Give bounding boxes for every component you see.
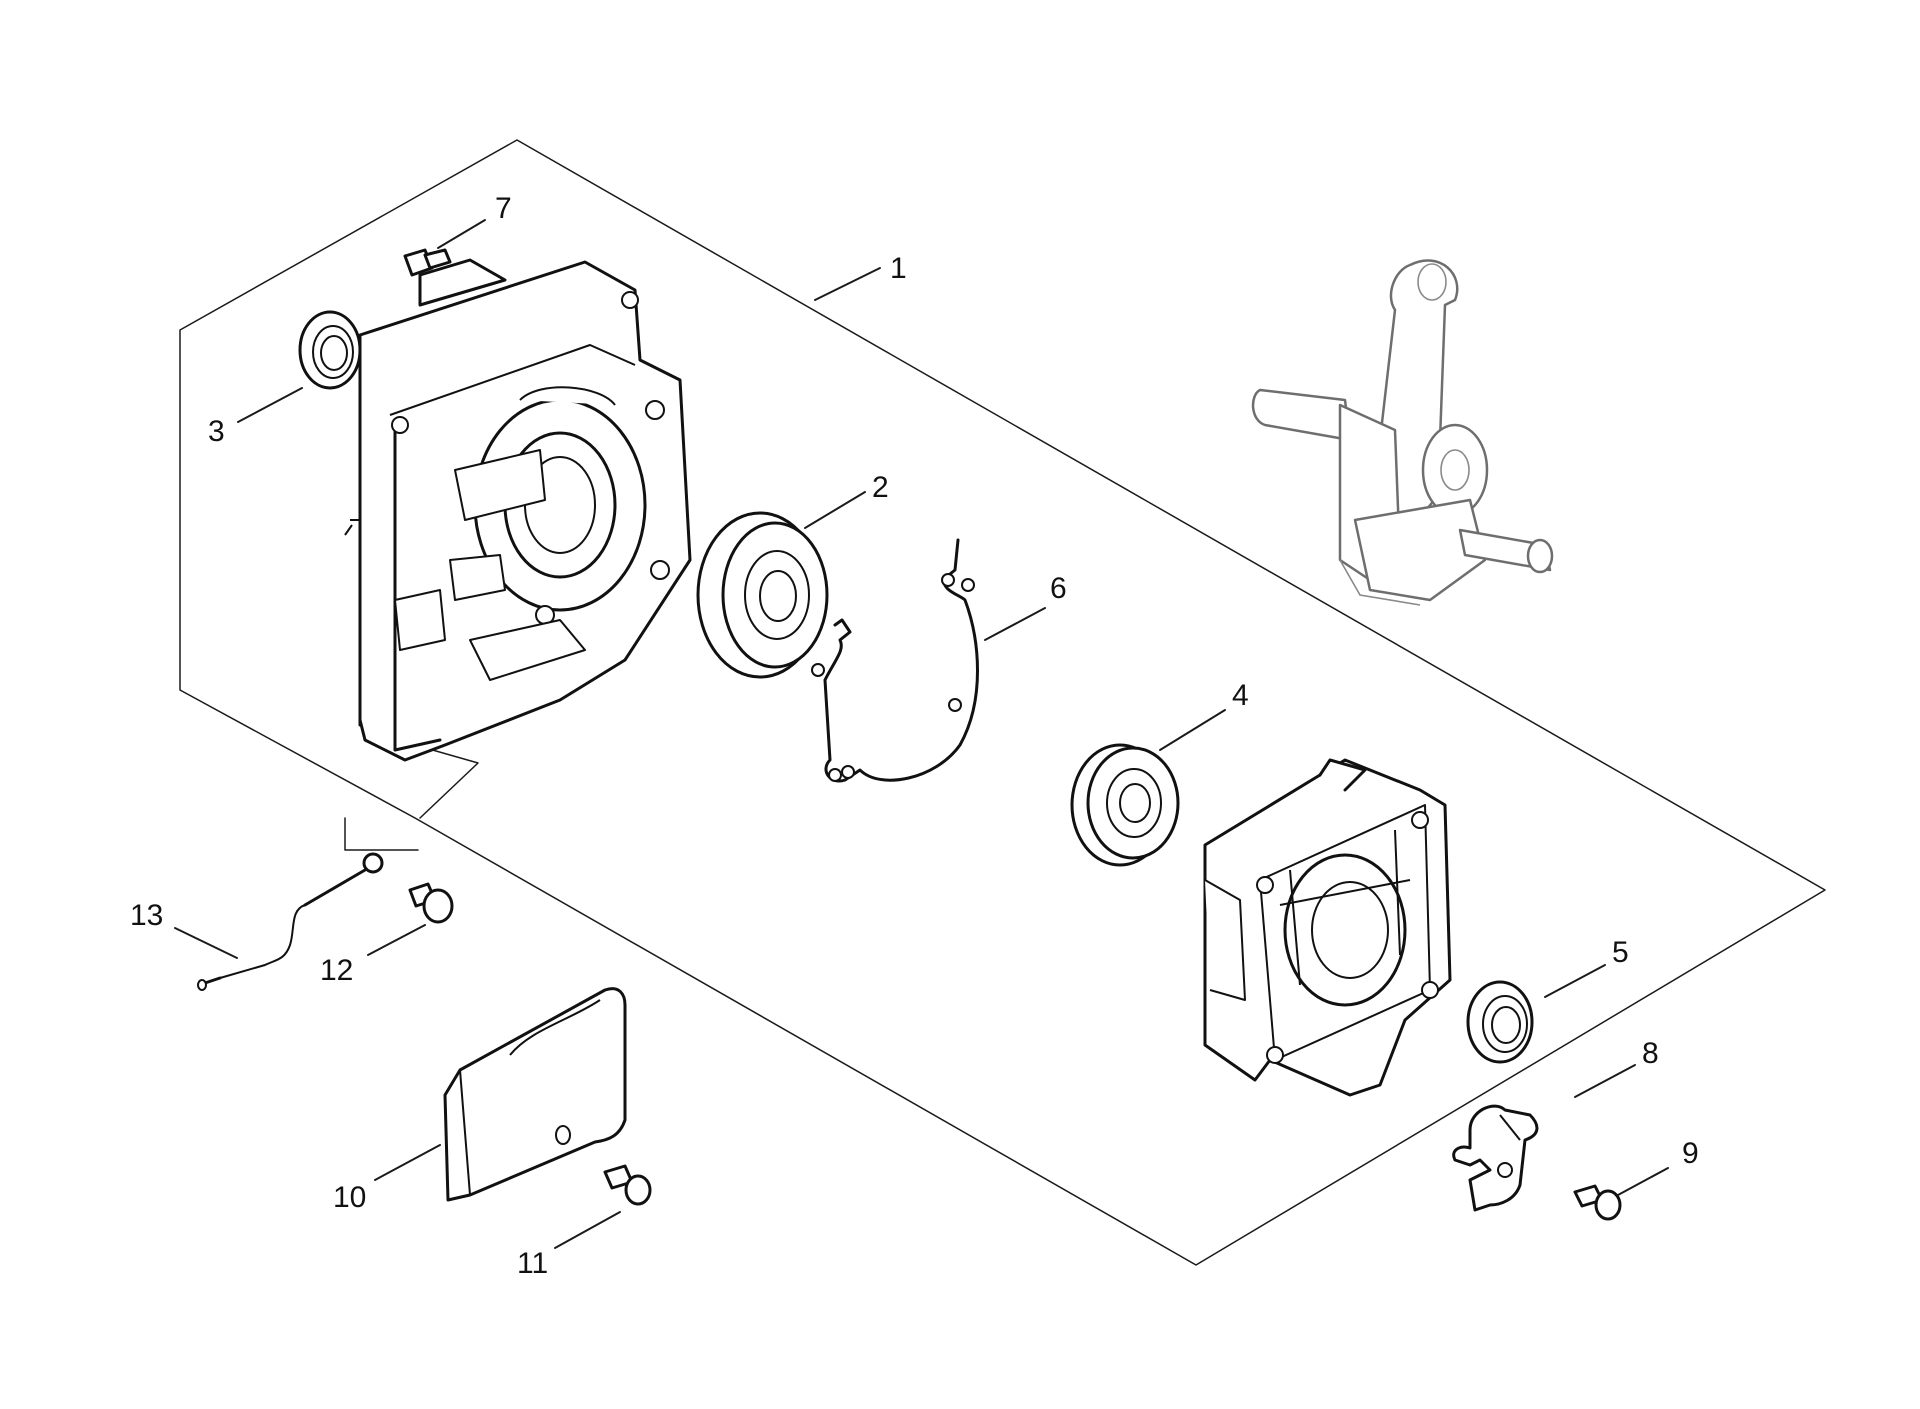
callout-6: 6 xyxy=(1050,572,1067,605)
screw-part-11[interactable] xyxy=(603,1164,652,1206)
callout-5: 5 xyxy=(1612,936,1629,969)
screw-part-7[interactable] xyxy=(403,248,452,277)
leader-6 xyxy=(984,607,1046,641)
leader-7 xyxy=(437,219,486,249)
callout-13: 13 xyxy=(130,899,163,932)
leader-10 xyxy=(374,1144,441,1181)
callout-1: 1 xyxy=(890,252,907,285)
callout-10: 10 xyxy=(333,1181,366,1214)
callout-12: 12 xyxy=(320,954,353,987)
wire-part-13[interactable] xyxy=(197,852,384,991)
callout-7: 7 xyxy=(495,192,512,225)
callout-9: 9 xyxy=(1682,1137,1699,1170)
leader-1 xyxy=(814,267,881,301)
callout-3: 3 xyxy=(208,415,225,448)
leader-2 xyxy=(804,491,866,529)
oil-seal-part-3[interactable] xyxy=(298,310,362,390)
callout-8: 8 xyxy=(1642,1037,1659,1070)
screw-part-12[interactable] xyxy=(408,882,454,924)
leader-11 xyxy=(554,1211,621,1249)
crankcase-right-half[interactable] xyxy=(1203,758,1452,1097)
frame-step-lower xyxy=(344,817,419,851)
crankshaft-reference xyxy=(1251,259,1554,606)
ball-bearing-part-4[interactable] xyxy=(1070,743,1180,867)
callout-11: 11 xyxy=(517,1247,548,1280)
cover-part-10[interactable] xyxy=(443,987,627,1202)
frame-step xyxy=(414,744,479,819)
leader-13 xyxy=(174,927,238,959)
leader-5 xyxy=(1544,964,1606,998)
leader-4 xyxy=(1159,709,1226,751)
leader-9 xyxy=(1617,1167,1669,1196)
callout-2: 2 xyxy=(872,471,889,504)
bracket-part-8[interactable] xyxy=(1452,1104,1539,1212)
callout-4: 4 xyxy=(1232,679,1249,712)
leader-12 xyxy=(367,924,426,956)
oil-seal-part-5[interactable] xyxy=(1466,980,1534,1064)
crankcase-left-half[interactable] xyxy=(344,258,692,762)
ball-bearing-part-2[interactable] xyxy=(696,511,829,679)
screw-part-9[interactable] xyxy=(1573,1184,1622,1221)
gasket-part-6[interactable] xyxy=(811,538,979,783)
leader-8 xyxy=(1574,1064,1636,1098)
assembly-frame xyxy=(179,139,1826,1266)
leader-3 xyxy=(237,387,303,423)
